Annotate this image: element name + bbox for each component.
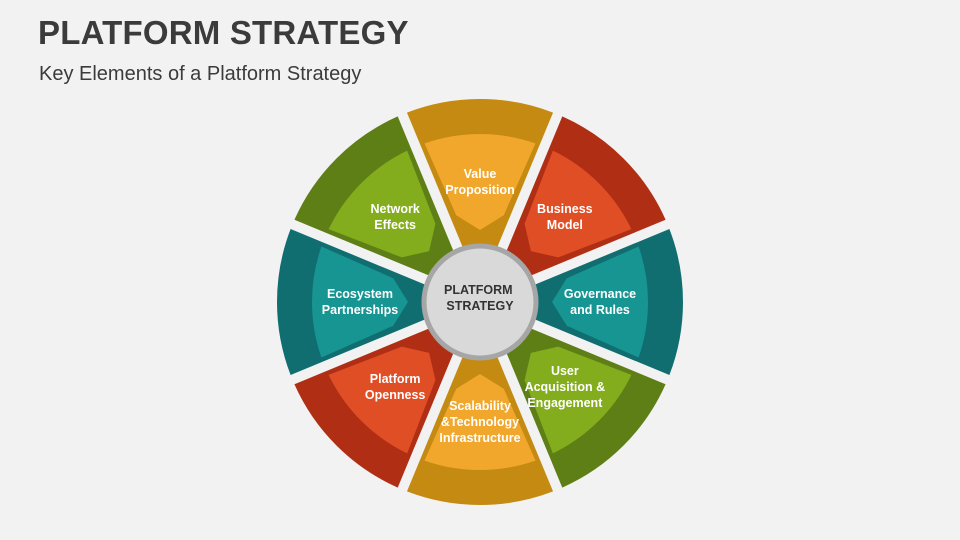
segment-label-line: Value: [464, 167, 497, 181]
segment-inner-panel: [328, 150, 436, 258]
center-hub: PLATFORM STRATEGY: [421, 243, 539, 361]
segment-label-line: Partnerships: [322, 303, 398, 317]
center-label-line: PLATFORM: [444, 283, 513, 297]
segment-governance-and-rules: Governance and Rules: [529, 228, 683, 376]
segment-label-line: Platform: [370, 372, 421, 386]
center-circle: [421, 243, 539, 361]
segment-label-line: Engagement: [527, 396, 603, 410]
segment-inner-panel: [424, 374, 536, 470]
segment-label-line: Governance: [564, 287, 636, 301]
page-subtitle: Key Elements of a Platform Strategy: [39, 63, 362, 85]
segment-label-line: Model: [547, 218, 583, 232]
segment-inner-panel: [424, 134, 536, 230]
segment-inner-panel: [328, 346, 436, 454]
segment-label-line: Acquisition &: [525, 380, 606, 394]
segment-label-line: Business: [537, 202, 593, 216]
segment-label-line: and Rules: [570, 303, 630, 317]
segment-label-line: Infrastructure: [439, 431, 520, 445]
segment-inner-panel: [524, 346, 632, 454]
segment-label-line: &Technology: [441, 415, 519, 429]
segment-inner-panel: [552, 246, 648, 358]
page-title: PLATFORM STRATEGY: [38, 14, 409, 51]
center-label: PLATFORM STRATEGY: [444, 283, 516, 313]
segment-inner-panel: [524, 150, 632, 258]
segment-label-line: Scalability: [449, 399, 511, 413]
segment-label-line: Ecosystem: [327, 287, 393, 301]
segment-label-line: Proposition: [445, 183, 514, 197]
segment-label-line: Openness: [365, 388, 425, 402]
segment-label-line: Network: [370, 202, 419, 216]
segment-inner-panel: [312, 246, 408, 358]
segment-label-line: Effects: [374, 218, 416, 232]
segment-label-line: User: [551, 364, 579, 378]
center-label-line: STRATEGY: [446, 299, 514, 313]
segment-label: Governance and Rules: [564, 287, 636, 317]
